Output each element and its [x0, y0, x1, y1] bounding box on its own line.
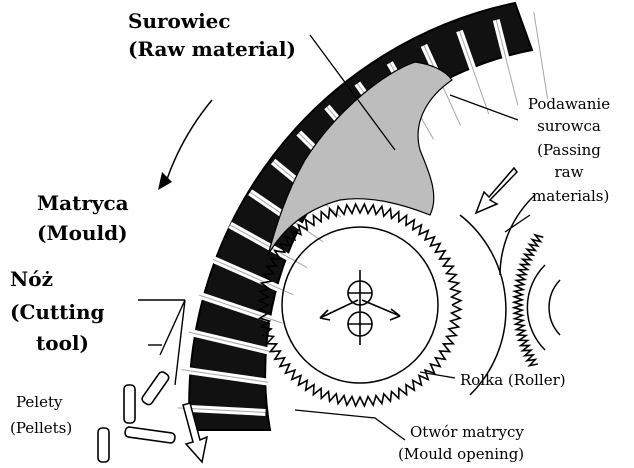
- pellets: [98, 370, 175, 462]
- roller-axis-symbol: [320, 270, 400, 345]
- gear-teeth: [514, 235, 543, 366]
- roller-rotation-arc: [460, 215, 506, 395]
- second-roller-gear: [514, 235, 543, 366]
- second-roller-arc-inner: [549, 280, 560, 335]
- knife-label-en-2: tool): [36, 332, 89, 354]
- second-roller-arc: [527, 265, 545, 350]
- ring-die: [189, 3, 532, 430]
- pellets-label-pl: Pelety: [16, 394, 62, 411]
- pellet: [141, 370, 171, 406]
- knife-label-en-1: (Cutting: [10, 301, 105, 323]
- passing-label-pl-1: Podawanie: [506, 96, 632, 113]
- die-rotation-arrowhead: [158, 172, 172, 190]
- raw-material-label-en: (Raw material): [128, 38, 296, 60]
- pellet: [125, 427, 176, 444]
- roller-label: Rolka (Roller): [460, 372, 566, 389]
- leader-opening: [295, 410, 405, 440]
- passing-label-pl-2: surowca: [506, 118, 632, 135]
- passing-label-en-2: raw: [506, 164, 632, 181]
- pellet: [98, 428, 109, 462]
- mould-label-pl: Matryca: [37, 192, 129, 214]
- leader-mould: [505, 215, 530, 232]
- second-rotation-arc: [500, 195, 535, 275]
- mould-label-en: (Mould): [37, 222, 128, 244]
- mould-opening-label-en: (Mould opening): [398, 446, 524, 463]
- passing-label-en-3: materials): [532, 188, 609, 205]
- pellets-label-en: (Pellets): [10, 420, 72, 437]
- mould-opening-label-pl: Otwór matrycy: [410, 424, 524, 441]
- die-rotation-arc: [165, 100, 212, 185]
- pellet: [124, 385, 135, 423]
- die-hole-outline: [534, 12, 548, 99]
- raw-material-label-pl: Surowiec: [128, 10, 231, 32]
- leader-roller: [420, 372, 455, 378]
- passing-label-en-1: (Passing: [506, 142, 632, 159]
- knife-label-pl: Nóż: [10, 268, 53, 290]
